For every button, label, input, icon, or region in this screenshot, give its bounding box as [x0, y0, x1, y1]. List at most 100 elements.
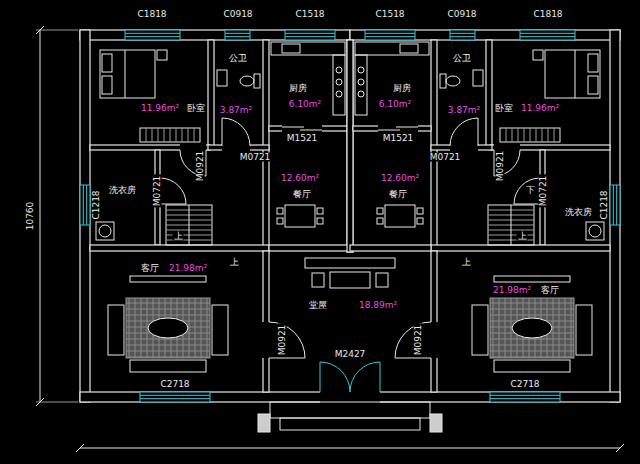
counter	[355, 42, 429, 55]
dining-table	[285, 205, 315, 227]
bedside-table	[533, 50, 543, 60]
window-pane	[225, 36, 250, 37]
sliding-door	[396, 127, 418, 128]
pillow	[588, 54, 598, 72]
room-area-value: 12.60m²	[380, 174, 420, 183]
wall	[431, 251, 437, 392]
coffee-table	[512, 318, 552, 338]
door-opening	[282, 125, 322, 132]
window-pane	[490, 395, 560, 396]
washer	[96, 222, 114, 240]
room-name: 洗衣房	[108, 186, 137, 195]
wardrobe-line	[182, 128, 183, 142]
room-area: 洗衣房	[92, 152, 154, 244]
window-symbol	[125, 30, 180, 40]
stair-mark: 上	[461, 258, 472, 267]
toilet-bowl	[446, 76, 460, 86]
window-code: C1518	[294, 10, 325, 19]
door-code: M0721	[239, 153, 272, 162]
window-pane	[140, 398, 210, 399]
dimension-tick	[36, 398, 44, 406]
wall	[350, 392, 620, 402]
door-code: M0721	[539, 175, 548, 208]
room-area: 厨房 6.10m²	[269, 42, 347, 126]
tv-cabinet	[130, 276, 206, 282]
room-area: 卧室11.96m²	[492, 42, 608, 144]
door-code: M0721	[153, 175, 162, 208]
rug	[490, 298, 574, 358]
extension-line	[36, 30, 78, 31]
dining-chair	[377, 218, 383, 224]
window-symbol	[225, 30, 250, 40]
window-pane	[616, 185, 617, 225]
pillar-base	[258, 414, 270, 432]
wardrobe-line	[530, 128, 531, 142]
bedside-table	[157, 50, 167, 60]
dimension-tick	[616, 444, 624, 452]
bed-cover	[125, 50, 126, 98]
window-code: C2718	[509, 380, 540, 389]
wall	[80, 30, 90, 402]
sofa	[130, 360, 206, 372]
room-area-value: 6.10m²	[378, 100, 412, 109]
room-area: 公卫3.87m²	[438, 42, 486, 144]
door-code: M1521	[286, 134, 319, 143]
toilet-tank	[254, 74, 260, 88]
door-swing	[514, 178, 540, 204]
main-door	[350, 362, 380, 392]
wall	[90, 245, 269, 251]
room-area-value: 11.96m²	[140, 104, 180, 113]
wall	[431, 145, 492, 150]
washer-drum	[99, 225, 111, 237]
entrance-platform	[270, 402, 430, 418]
window-code: C1218	[92, 189, 101, 220]
wardrobe-line	[512, 128, 513, 142]
wall	[208, 40, 214, 148]
stair	[166, 205, 212, 245]
wardrobe-line	[170, 128, 171, 142]
wall	[490, 145, 610, 150]
wardrobe	[500, 128, 560, 142]
bed-cover	[575, 50, 576, 98]
coffee-table	[148, 318, 188, 338]
window-symbol	[520, 30, 575, 40]
door-swing	[450, 118, 478, 146]
door-opening	[450, 144, 478, 151]
room-area: 餐厅12.60m²	[269, 152, 347, 244]
window-code: C1518	[374, 10, 405, 19]
window-pane	[86, 185, 87, 225]
bed	[545, 50, 600, 98]
wardrobe-line	[536, 128, 537, 142]
stove-burner	[336, 79, 342, 85]
counter	[333, 55, 345, 115]
door-code: M0921	[496, 150, 505, 183]
toilet-bowl	[240, 76, 254, 86]
pillow	[102, 54, 112, 72]
door-opening	[222, 144, 250, 151]
window-symbol	[610, 185, 620, 225]
door-swing	[269, 322, 305, 358]
door-opening	[320, 391, 380, 403]
window-pane	[83, 185, 84, 225]
room-area: 客厅21.98m²	[438, 252, 608, 390]
sofa	[212, 305, 228, 355]
window-symbol	[140, 392, 210, 402]
entrance-step	[280, 418, 420, 430]
window-pane	[125, 33, 180, 34]
room-area-value: 18.89m²	[358, 301, 398, 310]
room-name: 公卫	[228, 54, 248, 63]
wall	[431, 245, 610, 251]
window-symbol	[285, 30, 335, 40]
window-code: C2718	[159, 380, 190, 389]
room-name: 卧室	[186, 104, 206, 113]
window-pane	[365, 33, 415, 34]
stair	[488, 205, 534, 245]
room-name: 堂屋	[308, 301, 328, 310]
window-symbol	[490, 392, 560, 402]
room-name: 厨房	[288, 84, 308, 93]
room-area-value: 6.10m²	[288, 100, 322, 109]
altar-cabinet	[305, 258, 395, 268]
door-code: M0921	[414, 324, 423, 357]
wardrobe	[140, 128, 200, 142]
